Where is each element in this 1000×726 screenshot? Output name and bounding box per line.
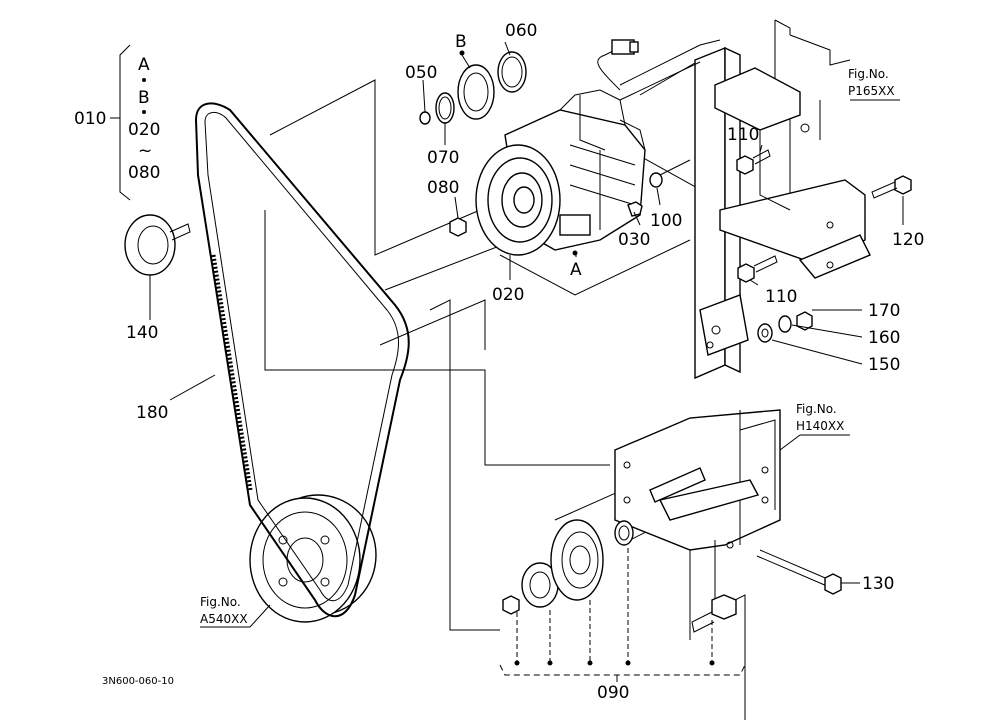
label-bracket-tilde: ~	[138, 141, 152, 161]
figref-h140-code: H140XX	[796, 419, 844, 433]
part-labels: 010 A B 020 ~ 080 050 B 060 070 080 100 …	[74, 21, 924, 703]
idler-pulley-140	[124, 214, 191, 276]
label-150: 150	[868, 355, 900, 375]
bolts	[691, 149, 912, 633]
label-020: 020	[492, 285, 524, 305]
figref-p165-title: Fig.No.	[848, 67, 889, 81]
label-080: 080	[427, 178, 459, 198]
drawing-id: 3N600-060-10	[102, 676, 174, 687]
label-bracket-a: A	[138, 55, 150, 75]
collar-100	[649, 172, 663, 188]
bracket-090	[499, 548, 746, 682]
label-030: 030	[618, 230, 650, 250]
figref-h140-title: Fig.No.	[796, 402, 837, 416]
label-100: 100	[650, 211, 682, 231]
idler-pulley	[502, 519, 634, 615]
compressor	[475, 39, 646, 256]
label-070: 070	[427, 148, 459, 168]
label-140: 140	[126, 323, 158, 343]
label-110-upper: 110	[727, 125, 759, 145]
label-bracket-020: 020	[128, 120, 160, 140]
nut-080	[449, 217, 467, 237]
label-120: 120	[892, 230, 924, 250]
lower-bracket	[614, 409, 781, 720]
bolt-030	[627, 201, 643, 217]
label-mark-b: B	[455, 32, 467, 52]
label-170: 170	[868, 301, 900, 321]
label-bracket-080: 080	[128, 163, 160, 183]
label-130: 130	[862, 574, 894, 594]
v-belt	[194, 102, 410, 618]
label-bracket-b: B	[138, 88, 150, 108]
label-110-lower: 110	[765, 287, 797, 307]
bracket-010	[110, 44, 146, 201]
label-010: 010	[74, 109, 106, 129]
leaders	[149, 41, 904, 628]
label-050: 050	[405, 63, 437, 83]
figref-a540-title: Fig.No.	[200, 595, 241, 609]
label-090: 090	[597, 683, 629, 703]
figref-p165-code: P165XX	[848, 84, 895, 98]
label-160: 160	[868, 328, 900, 348]
crank-pulley	[249, 494, 377, 623]
figref-a540-code: A540XX	[200, 612, 248, 626]
compressor-hardware	[419, 50, 663, 256]
washer-050	[419, 111, 431, 125]
label-180: 180	[136, 403, 168, 423]
label-060: 060	[505, 21, 537, 41]
label-mark-a: A	[570, 260, 582, 280]
